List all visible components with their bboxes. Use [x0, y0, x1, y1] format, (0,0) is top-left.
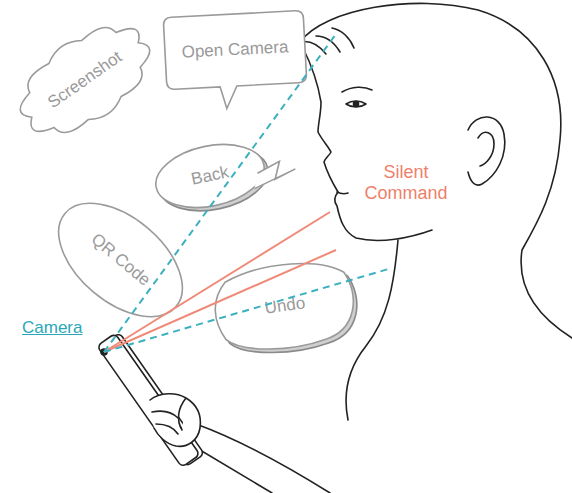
bubble-shape	[3, 6, 166, 154]
pupil	[354, 102, 359, 107]
mouth	[337, 192, 348, 194]
bubble-tail	[250, 158, 298, 188]
camera-lens	[101, 349, 107, 355]
hand	[150, 394, 200, 447]
ear-detail	[478, 132, 494, 166]
speech-bubble: Back	[150, 135, 270, 217]
bubble-shape	[150, 135, 270, 217]
bubble-shape	[210, 255, 359, 357]
ear	[468, 117, 505, 185]
speech-bubble: Undo	[210, 255, 360, 358]
hair-line	[300, 28, 354, 54]
phone-body	[97, 333, 200, 467]
camera-label: Camera	[22, 318, 102, 338]
neck-outline	[346, 240, 398, 420]
speech-bubble: Open Camera	[163, 10, 307, 89]
face-profile	[303, 48, 432, 240]
camera-view-line	[104, 268, 392, 352]
speech-bubble: Screenshot	[0, 0, 173, 161]
eye	[346, 101, 366, 107]
callout-label: Silent Command	[356, 162, 456, 204]
bubble-shape	[163, 10, 308, 111]
eyebrow	[342, 87, 372, 92]
silent-command-ray	[104, 212, 330, 352]
arm	[190, 424, 330, 493]
bubble-shape	[38, 181, 203, 339]
camera-view-line	[104, 34, 336, 352]
silent-command-ray	[104, 250, 336, 352]
